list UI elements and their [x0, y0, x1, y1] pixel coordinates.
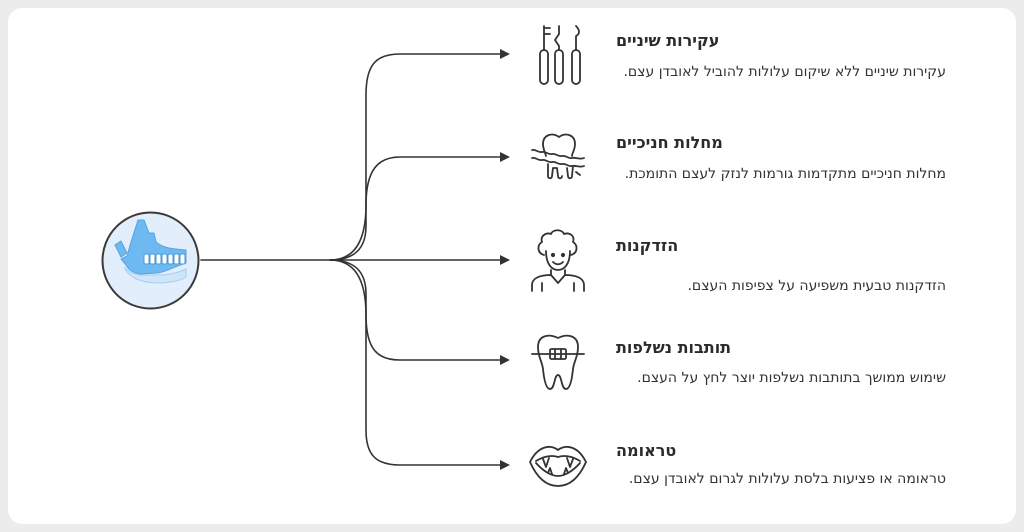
item-description: מחלות חניכיים מתקדמות גורמות לנזק לעצם ה… [624, 166, 946, 182]
item-title: טראומה [616, 441, 677, 460]
open-mouth-fangs-icon [529, 446, 587, 487]
connector-branch-1 [329, 53, 501, 261]
dental-extraction-tools-icon [539, 25, 581, 85]
connector-branch-4 [329, 259, 501, 361]
connector-branch-5 [329, 259, 501, 466]
item-description: טראומה או פציעות בלסת עלולות לגרום לאובד… [628, 471, 946, 487]
item-description: עקירות שיניים ללא שיקום עלולות להוביל לא… [623, 64, 946, 80]
arrowhead-3 [500, 255, 510, 265]
item-description: הזדקנות טבעית משפיעה על צפיפות העצם. [687, 278, 946, 294]
arrowhead-1 [500, 49, 510, 59]
connector-branch-2 [329, 156, 501, 261]
item-title: מחלות חניכיים [616, 133, 723, 152]
jaw-bone-icon [101, 211, 200, 310]
arrowhead-2 [500, 152, 510, 162]
arrowhead-4 [500, 355, 510, 365]
item-title: עקירות שיניים [616, 31, 720, 50]
braces-tooth-icon [531, 334, 585, 390]
gum-disease-tooth-icon [531, 133, 585, 180]
elderly-person-icon [531, 229, 585, 292]
item-title: תותבות נשלפות [616, 338, 732, 357]
arrowhead-5 [500, 460, 510, 470]
item-description: שימוש ממושך בתותבות נשלפות יוצר לחץ על ה… [637, 370, 946, 386]
item-title: הזדקנות [616, 236, 679, 255]
